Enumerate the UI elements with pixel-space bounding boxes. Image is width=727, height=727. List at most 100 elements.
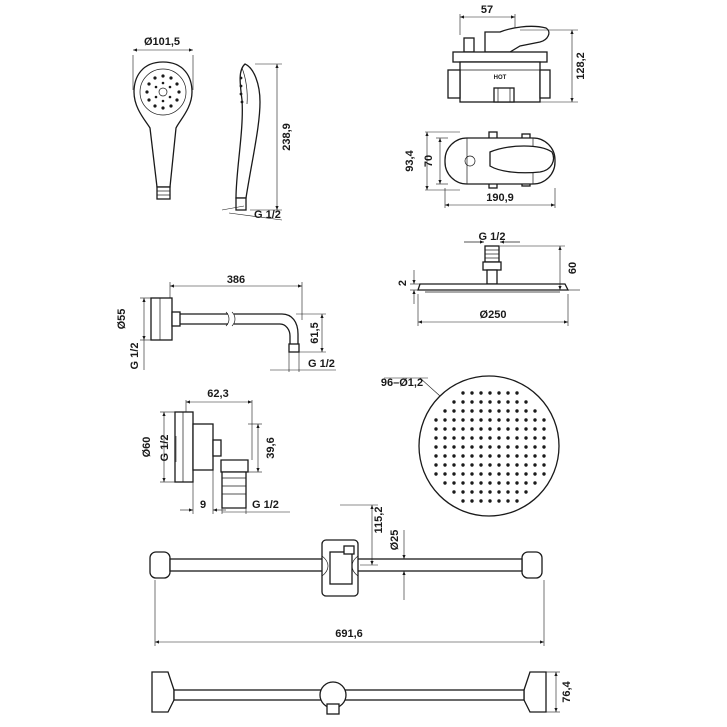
nozzle-dot bbox=[515, 499, 519, 503]
nozzle-dot bbox=[488, 499, 492, 503]
head-shower-height-label: 60 bbox=[567, 262, 579, 274]
nozzle-dot bbox=[506, 427, 510, 431]
nozzle-dot bbox=[533, 409, 537, 413]
nozzle-dot bbox=[524, 427, 528, 431]
nozzle-dot bbox=[515, 454, 519, 458]
nozzle-dot bbox=[470, 436, 474, 440]
nozzle-dot bbox=[497, 463, 501, 467]
nozzle-dot bbox=[479, 499, 483, 503]
nozzle-dot bbox=[479, 481, 483, 485]
nozzle-dot bbox=[506, 445, 510, 449]
mixer-inner-height-label: 70 bbox=[423, 155, 435, 167]
hand-shower-length-label: 238,9 bbox=[281, 123, 293, 151]
hand-shower-front-view: Ø101,5 bbox=[132, 36, 194, 200]
nozzle-dot bbox=[452, 400, 456, 404]
nozzle-dot bbox=[452, 436, 456, 440]
nozzle-dot bbox=[434, 418, 438, 422]
nozzle-dot bbox=[452, 490, 456, 494]
nozzle-dot bbox=[443, 445, 447, 449]
nozzle-dot bbox=[461, 499, 465, 503]
slide-rail-top-view: 76,4 bbox=[151, 671, 573, 715]
nozzle-dot bbox=[461, 445, 465, 449]
nozzle-dot bbox=[515, 418, 519, 422]
nozzle-dot bbox=[488, 400, 492, 404]
nozzle-dot bbox=[524, 445, 528, 449]
nozzle-dot bbox=[524, 490, 528, 494]
nozzle-dot bbox=[533, 472, 537, 476]
nozzle-dot bbox=[470, 463, 474, 467]
wall-outlet-offset-label: 9 bbox=[200, 499, 206, 511]
shower-arm-diameter-label: Ø55 bbox=[116, 309, 128, 330]
nozzle-dot bbox=[506, 472, 510, 476]
nozzle-dot bbox=[542, 454, 546, 458]
nozzle-dot bbox=[434, 427, 438, 431]
nozzle-dot bbox=[506, 463, 510, 467]
hand-shower-nozzles bbox=[145, 74, 181, 110]
nozzle-dot bbox=[470, 400, 474, 404]
shower-arm-view: 386 Ø55 G 1/2 61,5 G 1/2 bbox=[116, 274, 336, 372]
nozzle-dot bbox=[515, 400, 519, 404]
hand-shower-diameter-label: Ø101,5 bbox=[144, 36, 180, 48]
nozzle-dot bbox=[497, 481, 501, 485]
nozzle-dot bbox=[443, 472, 447, 476]
nozzle-dot bbox=[470, 490, 474, 494]
nozzle-dot bbox=[479, 454, 483, 458]
slide-rail-front-view: 115,2 Ø25 691,6 bbox=[149, 504, 545, 646]
nozzle-dot bbox=[461, 418, 465, 422]
wall-outlet-depth-label: 62,3 bbox=[207, 388, 228, 400]
nozzle-dot bbox=[461, 436, 465, 440]
nozzle-dot bbox=[461, 400, 465, 404]
nozzle-dot bbox=[434, 454, 438, 458]
nozzle-dot bbox=[452, 445, 456, 449]
mixer-outer-height-label: 93,4 bbox=[404, 149, 416, 171]
nozzle-dot bbox=[497, 490, 501, 494]
nozzle-dot bbox=[506, 481, 510, 485]
nozzle-dot bbox=[452, 454, 456, 458]
nozzle-dot bbox=[488, 418, 492, 422]
nozzle-dot bbox=[533, 445, 537, 449]
nozzle-dot bbox=[470, 418, 474, 422]
nozzle-dot bbox=[533, 481, 537, 485]
nozzle-dot bbox=[515, 463, 519, 467]
hand-shower-thread-label: G 1/2 bbox=[254, 209, 281, 221]
nozzle-dot bbox=[506, 436, 510, 440]
nozzle-dot bbox=[452, 409, 456, 413]
nozzle-dot bbox=[497, 400, 501, 404]
nozzle-dot bbox=[524, 472, 528, 476]
nozzle-dot bbox=[533, 463, 537, 467]
nozzle-dot bbox=[524, 409, 528, 413]
shower-arm-thread-bottom-label: G 1/2 bbox=[308, 358, 335, 370]
nozzle-dot bbox=[434, 445, 438, 449]
head-shower-thread-label: G 1/2 bbox=[479, 231, 506, 243]
nozzle-dot bbox=[515, 472, 519, 476]
nozzle-dot bbox=[533, 436, 537, 440]
wall-outlet-height-label: 39,6 bbox=[265, 437, 277, 458]
nozzle-dot bbox=[470, 499, 474, 503]
mixer-width-label: 190,9 bbox=[486, 192, 514, 204]
nozzle-dot bbox=[506, 454, 510, 458]
nozzle-dot bbox=[461, 463, 465, 467]
nozzle-dot bbox=[443, 436, 447, 440]
wall-outlet-view: 62,3 Ø60 G 1/2 39,6 9 G 1/2 bbox=[141, 388, 290, 514]
shower-arm-length-label: 386 bbox=[227, 274, 245, 286]
nozzle-dot bbox=[524, 418, 528, 422]
nozzle-dot bbox=[443, 409, 447, 413]
nozzle-dot bbox=[524, 400, 528, 404]
nozzle-dot bbox=[488, 427, 492, 431]
nozzle-dot bbox=[497, 427, 501, 431]
nozzle-dot bbox=[542, 445, 546, 449]
nozzle-dot bbox=[497, 454, 501, 458]
nozzle-dot bbox=[533, 427, 537, 431]
nozzle-dot bbox=[443, 427, 447, 431]
nozzle-dot bbox=[542, 436, 546, 440]
hand-shower-side-view: 238,9 G 1/2 bbox=[221, 63, 293, 221]
nozzle-dot bbox=[542, 472, 546, 476]
nozzle-dot bbox=[497, 445, 501, 449]
nozzle-dot bbox=[461, 490, 465, 494]
nozzle-dot bbox=[443, 418, 447, 422]
nozzle-dot bbox=[452, 418, 456, 422]
slide-rail-depth-label: 76,4 bbox=[561, 680, 573, 702]
nozzle-dot bbox=[515, 436, 519, 440]
nozzle-dot bbox=[479, 409, 483, 413]
